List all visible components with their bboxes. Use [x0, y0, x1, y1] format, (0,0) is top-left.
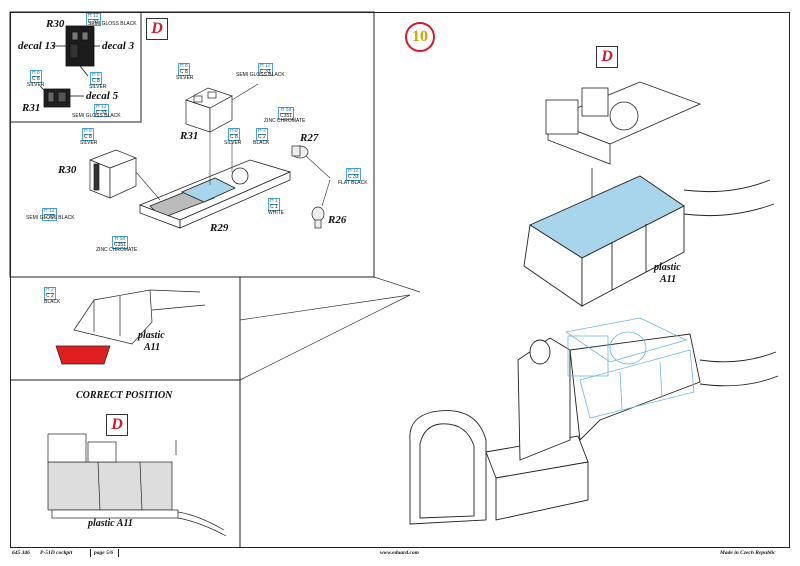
label-r29: R29 [210, 222, 229, 234]
color-name-zinc2: ZINC CHROMATE [96, 247, 138, 253]
instruction-sheet [10, 12, 790, 548]
parts-guide-lines [135, 83, 331, 207]
color-name-r30-semi: SEMI GLOSS BLACK [26, 215, 75, 221]
part-r29-drawing [138, 159, 292, 229]
correct-position-title: CORRECT POSITION [76, 390, 173, 401]
footer-origin: Made in Czech Republic [720, 550, 776, 556]
color-name-black: BLACK [253, 140, 270, 146]
color-name-r31-semi: SEMI GLOSS BLACK [236, 72, 285, 78]
main-plastic-block-drawing [523, 175, 775, 307]
main-part-label: A11 [660, 274, 677, 285]
part-r31-drawing [185, 87, 233, 133]
color-name-flat-black: FLAT BLACK [338, 180, 368, 186]
decal-r31-drawing [39, 85, 84, 108]
label-r27: R27 [300, 132, 319, 144]
correct-plastic-label: plastic A11 [88, 518, 133, 529]
color-name-pe-black: BLACK [44, 299, 61, 305]
color-name-tl-4: SEMI GLOSS BLACK [72, 113, 121, 119]
section-badge-top: D [146, 18, 168, 40]
perspective-leaders [239, 276, 421, 381]
decal-r30-drawing [52, 25, 100, 77]
step-number-badge: 10 [405, 22, 435, 52]
label-decal5: decal 5 [86, 90, 119, 102]
label-r26: R26 [328, 214, 347, 226]
section-badge-main: D [596, 46, 618, 68]
label-decal3: decal 3 [102, 40, 135, 52]
color-name-tl-1: SEMI GLOSS BLACK [88, 21, 137, 27]
section-badge-correct: D [106, 414, 128, 436]
main-assembly-pe-drawing [564, 317, 695, 419]
main-assembly-drawing [409, 333, 779, 525]
part-r27-drawing [291, 145, 309, 159]
pe-part-label: A11 [144, 342, 161, 353]
pe-plastic-label: plastic [138, 330, 165, 341]
footer-set-number: 645 346 [12, 550, 30, 556]
footer-website: www.eduard.com [380, 550, 419, 556]
color-name-white: WHITE [268, 210, 285, 216]
label-r30-top: R30 [46, 18, 65, 30]
footer-product: P-51D cockpit [40, 550, 73, 556]
correct-position-drawing [47, 433, 227, 537]
color-name-zinc1: ZINC CHROMATE [264, 118, 306, 124]
label-r31-top: R31 [22, 102, 41, 114]
step-number: 10 [412, 28, 428, 45]
footer-page: page 5/6 [94, 550, 114, 556]
color-name-tl-2: SILVER [89, 84, 107, 90]
color-name-r30-silver: SILVER [80, 140, 98, 146]
part-r30-drawing [89, 149, 137, 199]
color-name-tl-3: SILVER [27, 82, 45, 88]
footer-divider-2 [118, 549, 119, 557]
color-name-silver: SILVER [224, 140, 242, 146]
panel-parts-border [9, 11, 375, 278]
label-decal13: decal 13 [18, 40, 56, 52]
main-top-part-drawing [545, 81, 702, 165]
main-plastic-label: plastic [654, 262, 681, 273]
part-r26-drawing [311, 206, 325, 229]
color-name-r31-silver: SILVER [176, 75, 194, 81]
label-r31-mid: R31 [180, 130, 199, 142]
footer-divider-1 [90, 549, 91, 557]
pe-panel-drawing [55, 289, 206, 365]
label-r30-mid: R30 [58, 164, 77, 176]
